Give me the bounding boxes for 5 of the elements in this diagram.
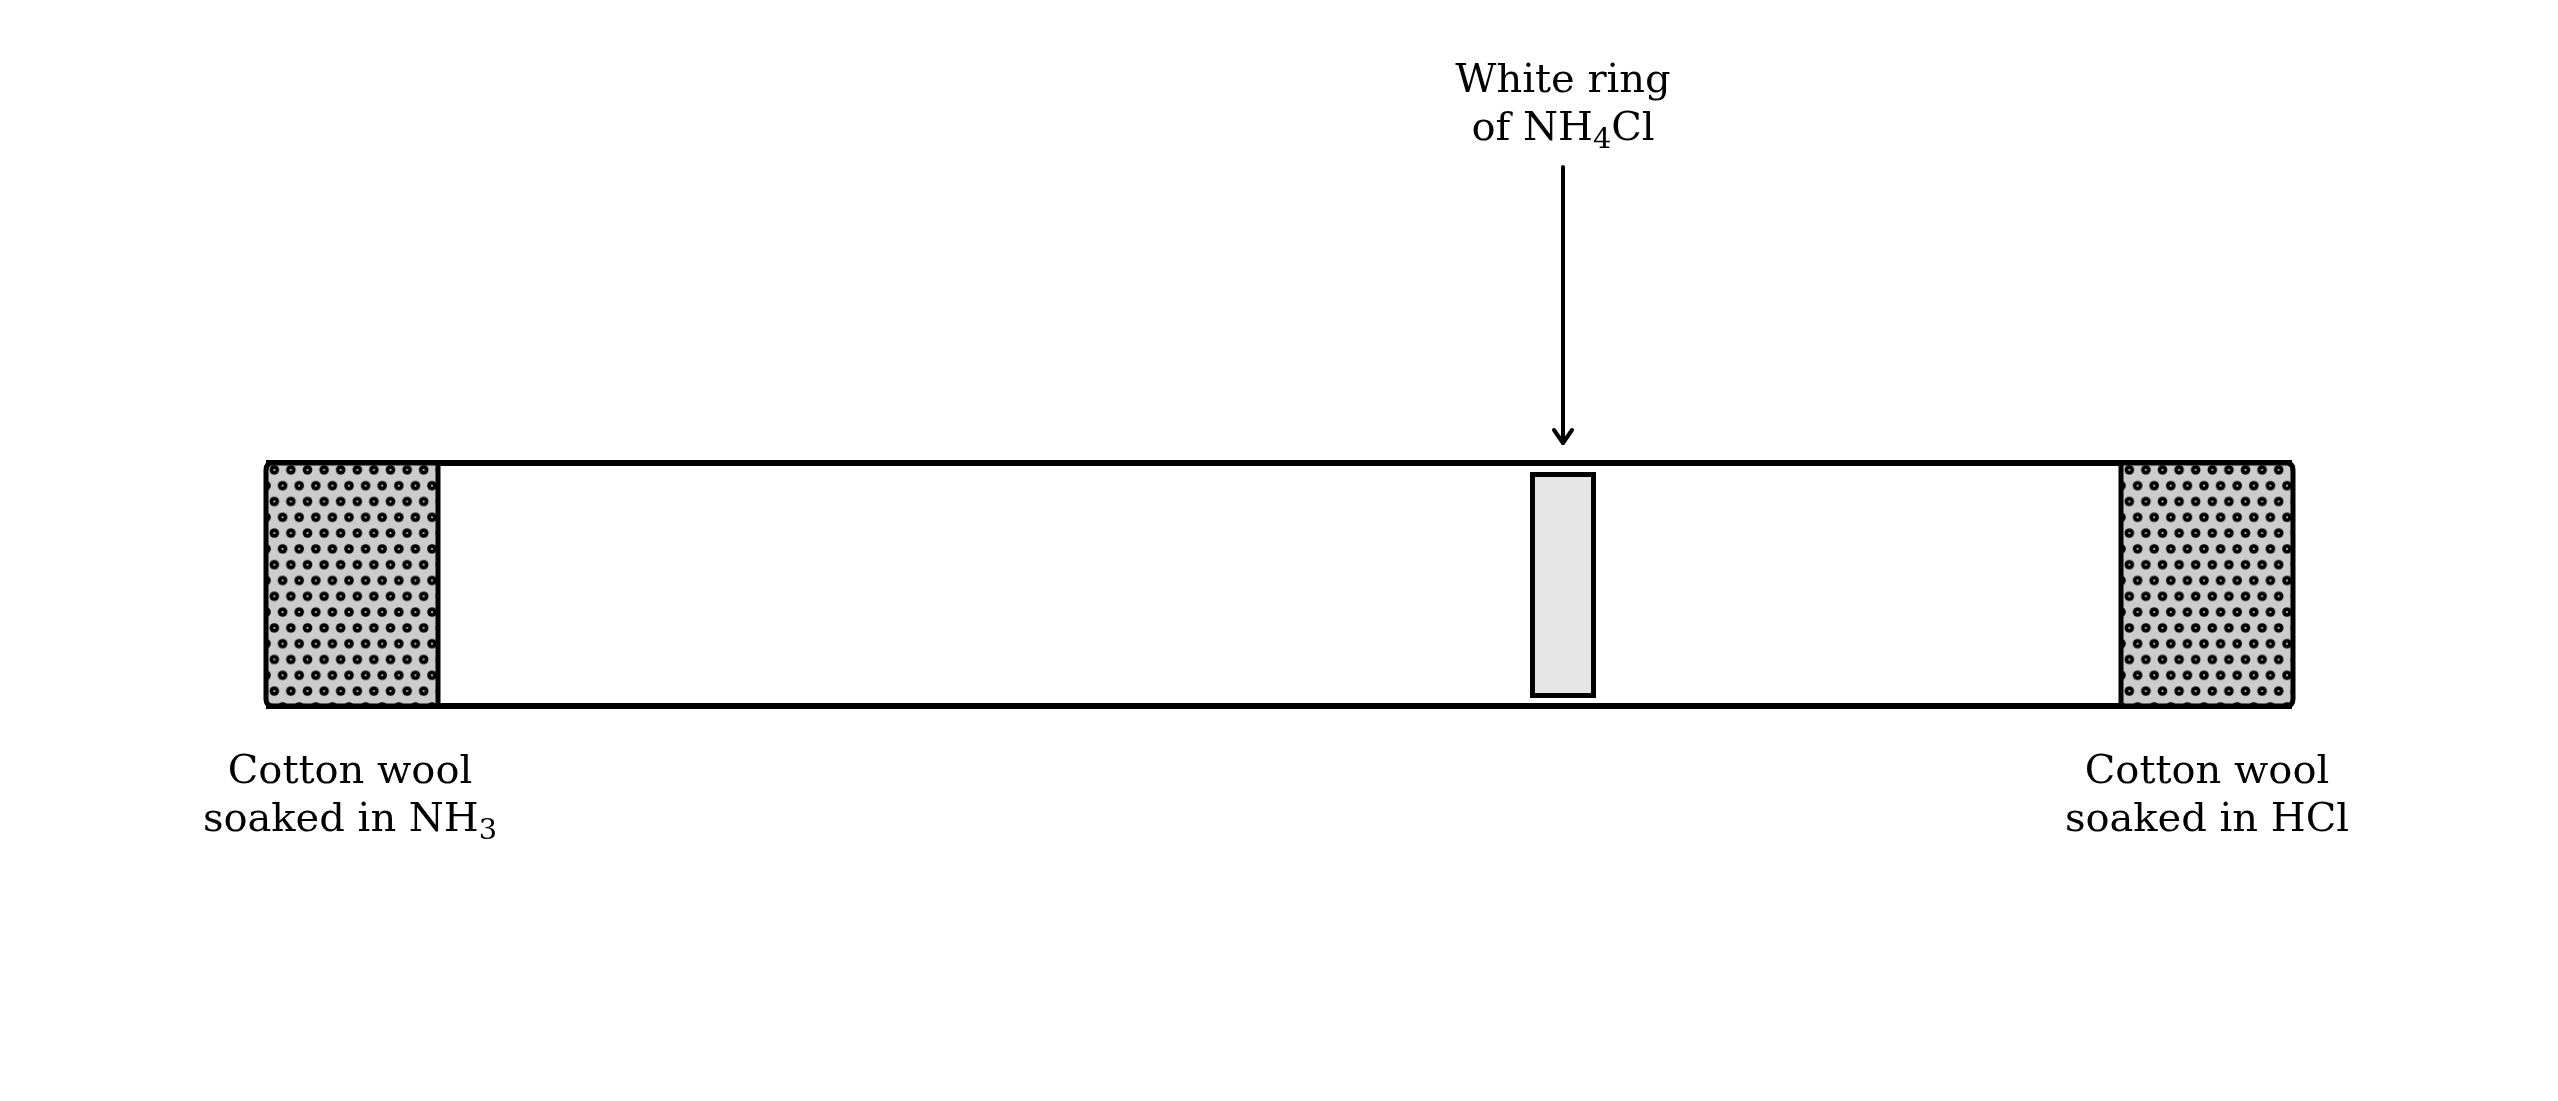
part-label: Cotton wool soaked in HCl bbox=[2063, 745, 2351, 841]
leader-arrow bbox=[1552, 165, 1574, 445]
annotation-label: White ring of NH$_{4}$Cl bbox=[1448, 54, 1678, 150]
part-label: Cotton wool soaked in NH$_{3}$ bbox=[201, 745, 499, 841]
deposit-ring bbox=[1530, 472, 1596, 698]
